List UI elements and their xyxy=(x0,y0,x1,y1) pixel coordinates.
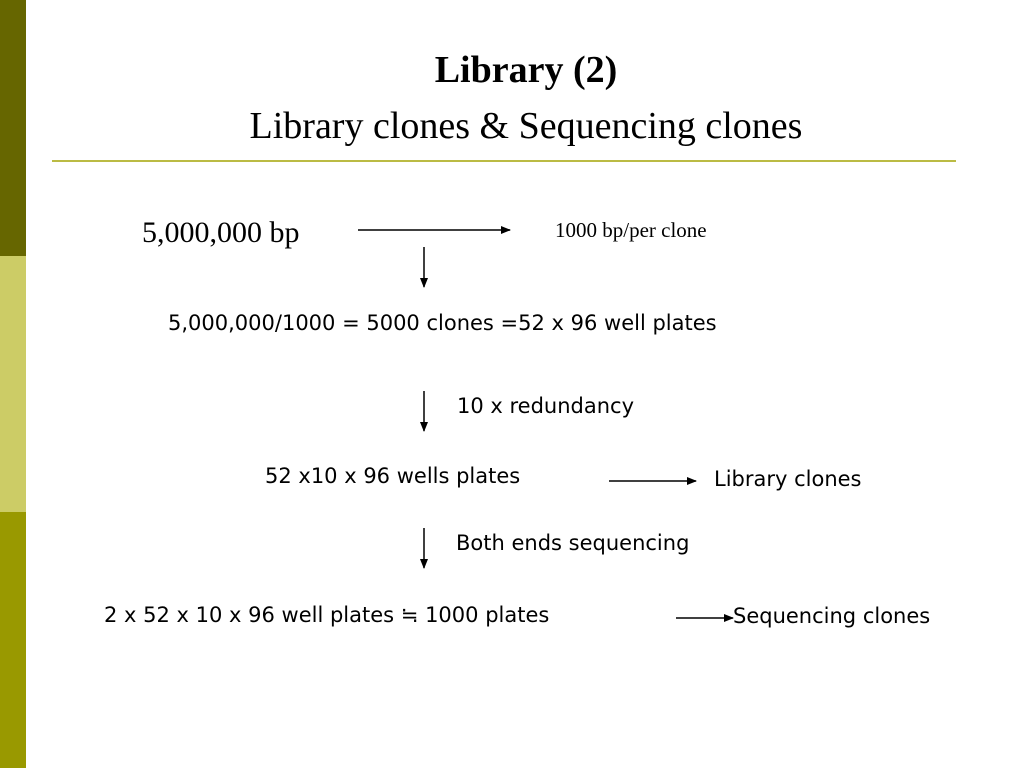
accent-bar-top xyxy=(0,0,26,256)
clone-calculation-label: 5,000,000/1000 = 5000 clones =52 x 96 we… xyxy=(168,311,717,335)
slide-title: Library (2) xyxy=(26,48,1024,92)
wells-plates-label: 52 x10 x 96 wells plates xyxy=(265,464,521,488)
genome-size-label: 5,000,000 bp xyxy=(142,216,300,249)
slide-title-number: (2) xyxy=(563,49,618,91)
slide-subtitle: Library clones & Sequencing clones xyxy=(249,105,803,147)
library-clones-label: Library clones xyxy=(714,467,862,491)
accent-bar-bottom xyxy=(0,512,26,768)
sequencing-clones-label: Sequencing clones xyxy=(733,604,931,628)
sequencing-calculation-label: 2 x 52 x 10 x 96 well plates ≒ 1000 plat… xyxy=(104,603,550,627)
accent-bar-middle xyxy=(0,256,26,512)
redundancy-label: 10 x redundancy xyxy=(457,394,635,418)
both-ends-label: Both ends sequencing xyxy=(456,531,690,555)
per-clone-label: 1000 bp/per clone xyxy=(555,218,707,242)
title-divider xyxy=(52,160,956,162)
slide-title-main: Library xyxy=(434,49,564,91)
